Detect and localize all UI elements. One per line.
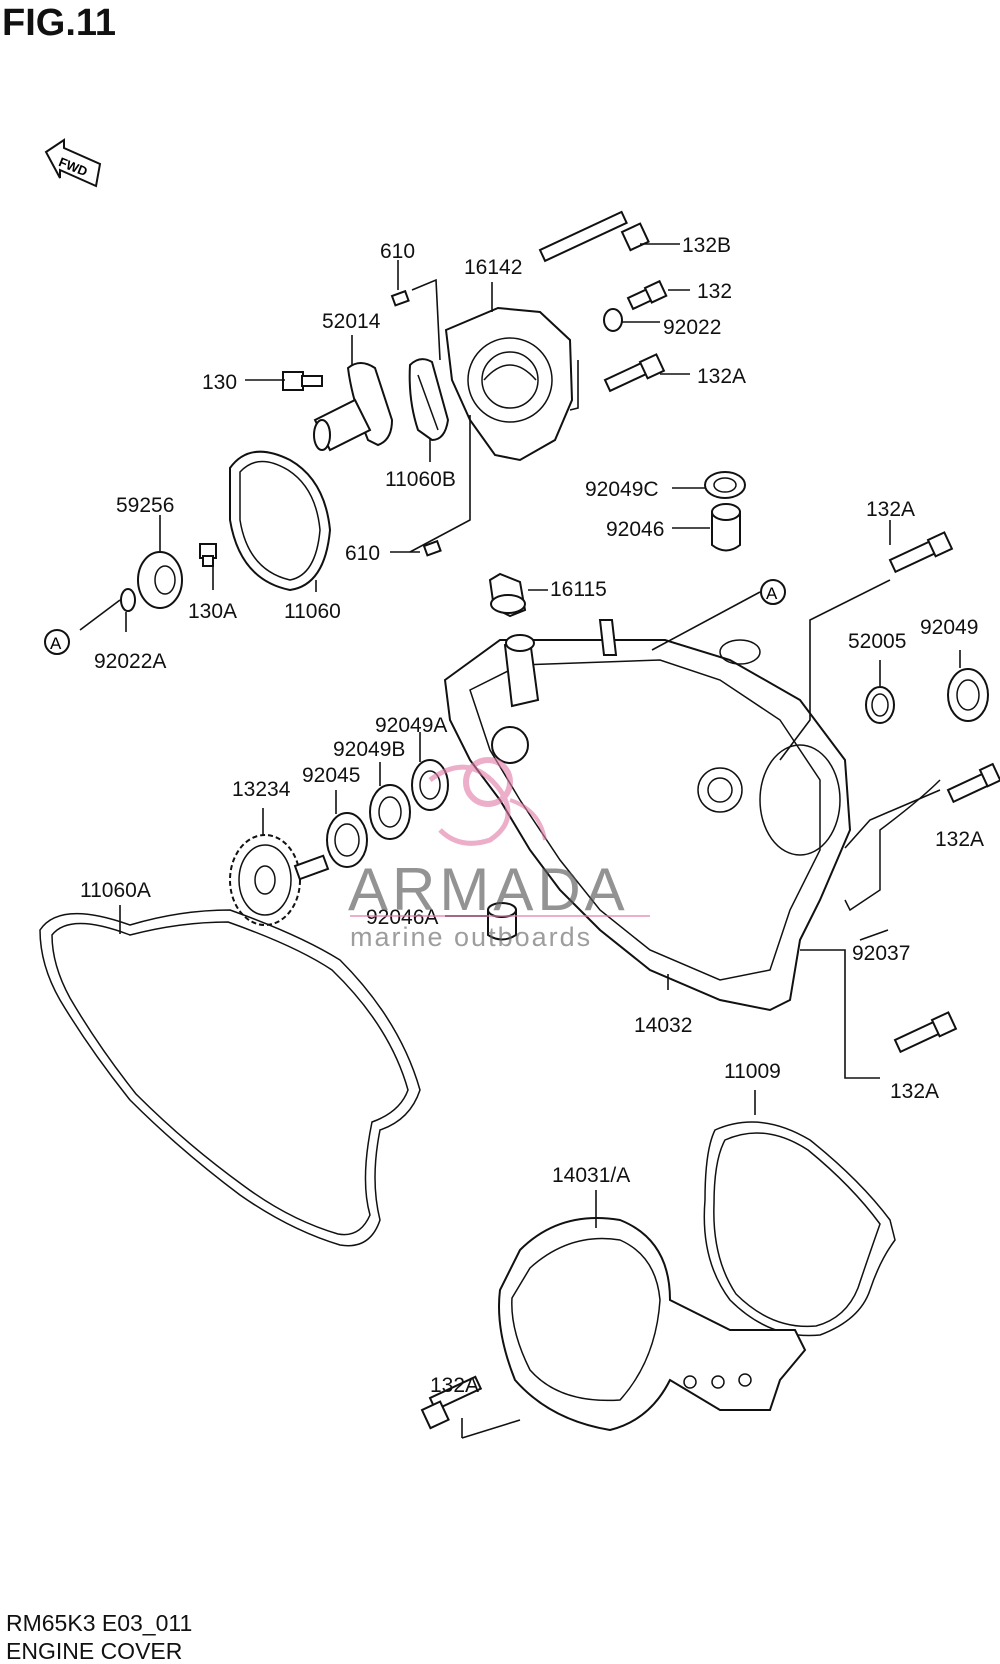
- part-label-132a-bottom: 132A: [430, 1374, 479, 1397]
- part-label-11009: 11009: [724, 1060, 781, 1083]
- oil-seal-92049b: [369, 784, 411, 840]
- part-label-130a: 130A: [188, 600, 237, 623]
- part-label-92049c: 92049C: [585, 478, 659, 501]
- leader-lines: [79, 243, 961, 1439]
- part-label-59256: 59256: [116, 494, 174, 517]
- bearing-92045: [326, 812, 368, 868]
- forward-arrow-icon: FWD: [44, 138, 102, 188]
- part-label-92049a: 92049A: [375, 714, 447, 737]
- oil-filler-plug-16115: [488, 572, 527, 618]
- callout-marker-letter: A: [50, 634, 62, 653]
- bolt-132: [626, 279, 668, 311]
- water-pump-gear-13234: [229, 834, 330, 926]
- watermark-tagline: marine outboards: [350, 922, 592, 952]
- engine-cover-14032: [443, 619, 852, 1012]
- part-label-610-top: 610: [380, 240, 415, 263]
- watermark-logo-icon: [428, 757, 547, 846]
- gasket-11009: [703, 1121, 896, 1337]
- part-label-11060: 11060: [284, 600, 341, 623]
- part-label-11060b: 11060B: [385, 468, 456, 491]
- part-label-92049b: 92049B: [333, 738, 405, 761]
- gasket-11060b: [408, 358, 450, 442]
- part-label-14032: 14032: [634, 1014, 692, 1037]
- part-label-92049: 92049: [920, 616, 978, 639]
- bolt-130: [282, 371, 323, 391]
- pipe-fitting-52014: [313, 362, 394, 452]
- dowel-pin-610-bottom: [422, 539, 442, 557]
- part-label-610-bottom: 610: [345, 542, 380, 565]
- bolt-132a-right-top: [888, 531, 954, 574]
- callout-marker-letter: A: [766, 584, 778, 603]
- oil-seal-92049c: [704, 471, 746, 499]
- figure-code: RM65K3 E03_011: [6, 1610, 193, 1636]
- figure-name: ENGINE COVER: [6, 1638, 183, 1664]
- gasket-11060a: [39, 909, 421, 1247]
- gasket-11060: [229, 450, 332, 592]
- part-label-13234: 13234: [232, 778, 291, 801]
- part-label-92022a: 92022A: [94, 650, 166, 673]
- part-label-16115: 16115: [550, 578, 607, 601]
- bolt-132a-bottom: [420, 1375, 483, 1430]
- bolt-132b: [538, 210, 650, 263]
- part-label-92045: 92045: [302, 764, 360, 787]
- part-label-52005: 52005: [848, 630, 906, 653]
- part-label-92037: 92037: [852, 942, 910, 965]
- bolt-132a-right-bottom: [893, 1011, 958, 1054]
- dowel-pin-610-top: [390, 289, 410, 307]
- bolt-132a-pump: [603, 353, 666, 393]
- bolt-132a-right-middle: [946, 762, 1000, 804]
- washer-92022a: [120, 588, 136, 612]
- part-label-132b: 132B: [682, 234, 731, 257]
- part-label-92046a: 92046A: [366, 906, 438, 929]
- part-label-130: 130: [202, 371, 237, 394]
- callout-marker-a-right: A: [760, 579, 786, 605]
- part-label-132a-right-top: 132A: [866, 498, 915, 521]
- part-label-132a-right-bottom: 132A: [890, 1080, 939, 1103]
- part-label-132a-pump: 132A: [697, 365, 746, 388]
- part-label-16142: 16142: [464, 256, 522, 279]
- magneto-cover-14031a: [498, 1217, 807, 1432]
- oil-seal-52005: [865, 686, 895, 724]
- part-label-52014: 52014: [322, 310, 381, 333]
- oil-seal-92049a: [411, 759, 449, 811]
- water-pump-cover-16142: [444, 306, 574, 462]
- watermark: ARMADA marine outboards: [348, 757, 650, 952]
- washer-92022: [603, 308, 623, 332]
- part-label-132: 132: [697, 280, 732, 303]
- figure-title: FIG.11: [2, 2, 117, 44]
- part-label-11060a: 11060A: [80, 879, 151, 902]
- part-label-132a-right-middle: 132A: [935, 828, 984, 851]
- watermark-brand: ARMADA: [348, 856, 629, 923]
- part-labels: 132B 610 16142 132 52014 92022 130 132A …: [80, 234, 984, 1397]
- callout-marker-a-left: A: [44, 629, 70, 655]
- clamp-92037: [844, 779, 941, 912]
- part-label-92046: 92046: [606, 518, 664, 541]
- oil-seal-92049: [947, 668, 989, 722]
- bolt-130a: [199, 543, 217, 567]
- impeller-59256: [137, 551, 183, 609]
- collar-92046: [711, 503, 741, 552]
- part-label-92022: 92022: [663, 316, 721, 339]
- part-label-14031a: 14031/A: [552, 1164, 630, 1187]
